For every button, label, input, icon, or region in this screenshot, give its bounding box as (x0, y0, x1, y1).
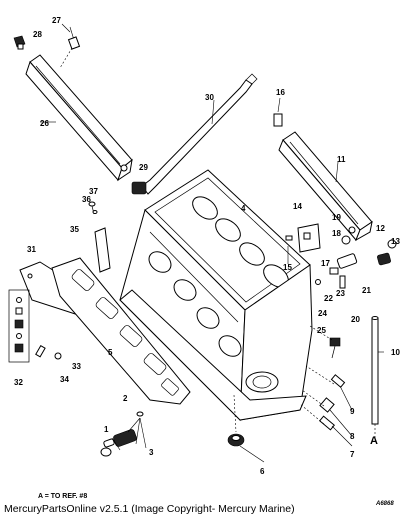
part-34 (35, 344, 46, 358)
fitting-7 (319, 415, 335, 431)
callout-7: 7 (350, 450, 355, 459)
fitting-27 (67, 26, 81, 50)
callout-24: 24 (318, 309, 327, 318)
callout-23: 23 (336, 289, 345, 298)
dipstick-tube (371, 316, 379, 440)
plug-6 (227, 394, 245, 447)
reference-note: A = TO REF. #8 (38, 493, 88, 500)
callout-20: 20 (351, 315, 360, 324)
fitting-28 (13, 35, 26, 50)
copyright-footer: MercuryPartsOnline v2.5.1 (Image Copyrig… (4, 503, 295, 515)
sensor-assembly (315, 226, 397, 289)
intake-gasket (51, 257, 191, 405)
callout-5: 5 (108, 348, 113, 357)
callout-19: 19 (332, 213, 341, 222)
callout-27: 27 (52, 16, 61, 25)
callout-17: 17 (321, 259, 330, 268)
callout-25: 25 (317, 326, 326, 335)
fitting-9 (330, 374, 346, 388)
callout-14: 14 (293, 202, 302, 211)
fitting-16 (273, 97, 283, 127)
callout-31: 31 (27, 245, 36, 254)
right-fuel-rail (278, 131, 373, 242)
bolt-36 (88, 201, 98, 215)
callout-22: 22 (324, 294, 333, 303)
part-33 (54, 352, 62, 360)
callout-35: 35 (70, 225, 79, 234)
callout-11: 11 (337, 155, 346, 164)
callout-2: 2 (123, 394, 128, 403)
callout-21: 21 (362, 286, 371, 295)
bracket-14 (285, 223, 321, 253)
callout-28: 28 (33, 30, 42, 39)
callout-4: 4 (241, 204, 246, 213)
fuel-injector (100, 411, 147, 457)
callout-3: 3 (149, 448, 154, 457)
callout-1: 1 (104, 425, 109, 434)
callout-33: 33 (72, 362, 81, 371)
callout-32: 32 (14, 378, 23, 387)
fitting-8 (319, 397, 335, 413)
callout-6: 6 (260, 467, 265, 476)
callout-26: 26 (40, 119, 49, 128)
fitting-25 (329, 337, 341, 359)
callout-12: 12 (376, 224, 385, 233)
hardware-kit (8, 289, 30, 363)
callout-16: 16 (276, 88, 285, 97)
reference-marker-a: A (370, 435, 378, 447)
callout-37: 37 (89, 187, 98, 196)
callout-8: 8 (350, 432, 355, 441)
callout-10: 10 (391, 348, 400, 357)
bracket-35 (94, 227, 111, 273)
callout-13: 13 (391, 237, 400, 246)
callout-36: 36 (82, 195, 91, 204)
callout-18: 18 (332, 229, 341, 238)
fuel-line (131, 73, 258, 195)
callout-9: 9 (350, 407, 355, 416)
callout-34: 34 (60, 375, 69, 384)
callout-15: 15 (283, 263, 292, 272)
left-fuel-rail (25, 54, 133, 182)
callout-30: 30 (205, 93, 214, 102)
intake-manifold (119, 169, 313, 422)
figure-code: A6868 (376, 501, 394, 507)
callout-29: 29 (139, 163, 148, 172)
